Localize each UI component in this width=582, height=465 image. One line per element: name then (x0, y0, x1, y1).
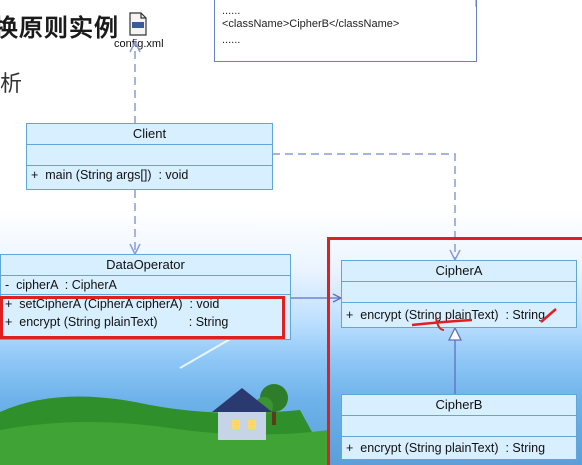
note-fold-icon (465, 0, 477, 7)
hill-front (0, 421, 330, 465)
dependency-client-config-arrowhead (129, 40, 141, 53)
operation: + encrypt (String plainText) : String (346, 441, 546, 455)
attributes-section (27, 145, 272, 166)
note-line: ...... (222, 34, 241, 46)
strike-mark (540, 308, 557, 323)
generalization-arrowhead (447, 326, 463, 341)
class-name: CipherB (342, 395, 576, 416)
underline-tail (435, 317, 445, 331)
highlight-box-dataoperator-methods (0, 296, 285, 339)
operations-section: + setCipherA (CipherA cipherA) : void + … (1, 295, 290, 331)
attribute: - cipherA : CipherA (5, 278, 117, 292)
operation: + setCipherA (CipherA cipherA) : void (5, 297, 220, 311)
underline-mark (411, 318, 473, 327)
operation: + encrypt (String plainText) : String (5, 315, 229, 329)
attributes-section: - cipherA : CipherA (1, 276, 290, 295)
dependency-client-ciphera (272, 153, 456, 260)
highlight-box-cipher-classes (327, 237, 582, 465)
class-name: CipherA (342, 261, 576, 282)
config-note: ...... <className>CipherB</className> ..… (214, 0, 477, 62)
attributes-section (342, 416, 576, 437)
config-file-label: config.xml (114, 38, 164, 50)
note-line: ...... (222, 5, 241, 17)
xml-file-icon (129, 12, 147, 36)
note-line: <className>CipherB</className> (222, 18, 400, 30)
operations-section: + encrypt (String plainText) : String (342, 303, 576, 327)
shooting-star (179, 337, 233, 369)
class-name: DataOperator (1, 255, 290, 276)
class-ciphera[interactable]: CipherA + encrypt (String plainText) : S… (341, 260, 577, 328)
operations-section: + encrypt (String plainText) : String (342, 437, 576, 459)
class-client[interactable]: Client + main (String args[]) : void (26, 123, 273, 190)
operations-section: + main (String args[]) : void (27, 166, 272, 184)
slide-title: 换原则实例 (0, 14, 119, 42)
slide-subtitle: 析 (0, 72, 23, 97)
operation: + encrypt (String plainText) : String (346, 308, 546, 322)
class-name: Client (27, 124, 272, 145)
operation: + main (String args[]) : void (31, 168, 189, 182)
house (212, 388, 272, 440)
attributes-section (342, 282, 576, 303)
class-cipherb[interactable]: CipherB + encrypt (String plainText) : S… (341, 394, 577, 460)
